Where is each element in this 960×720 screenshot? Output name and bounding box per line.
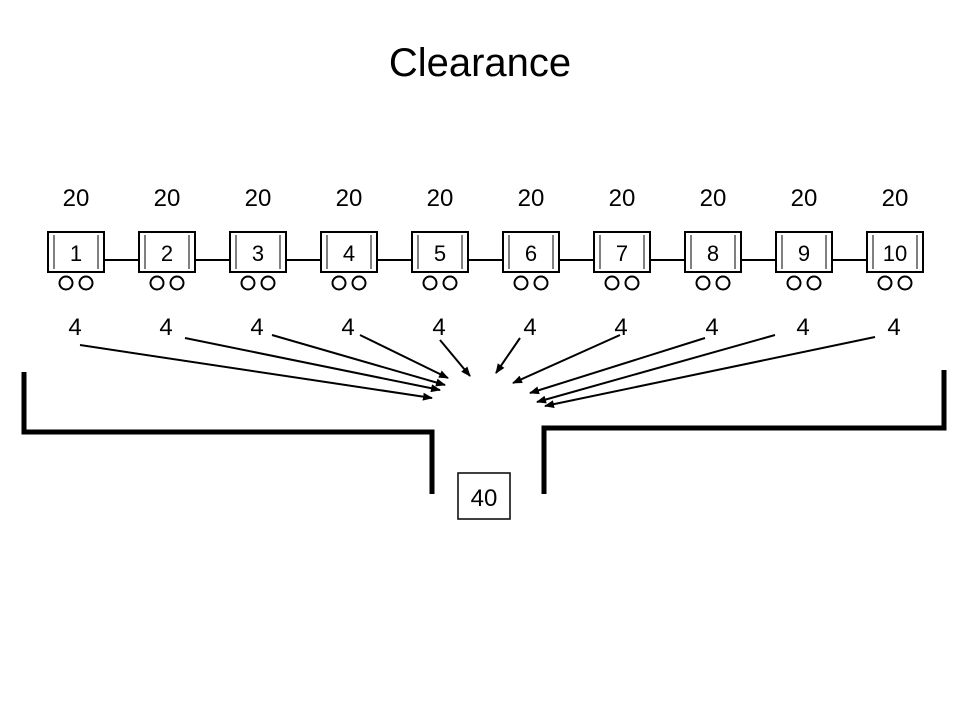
car-bottom-value: 4 [796, 314, 809, 341]
car-body [775, 231, 833, 273]
car-top-value: 20 [882, 185, 909, 212]
car-body [411, 231, 469, 273]
car-top-value: 20 [791, 185, 818, 212]
car-bottom-value: 4 [250, 314, 263, 341]
car-number: 10 [883, 241, 907, 266]
car-bottom-value: 4 [887, 314, 900, 341]
arrows-layer [79, 334, 876, 409]
outlet-box: 40 [457, 472, 511, 520]
wheel-icon [240, 275, 256, 291]
car-number: 4 [343, 241, 355, 266]
car-top-value: 20 [154, 185, 181, 212]
wheel-icon [422, 275, 438, 291]
car-number: 5 [434, 241, 446, 266]
flow-arrow [536, 334, 776, 404]
wheel-icon [806, 275, 822, 291]
car-body [138, 231, 196, 273]
outlet-value: 40 [471, 485, 498, 512]
car-body [593, 231, 651, 273]
car-body [320, 231, 378, 273]
funnel-channel [21, 370, 947, 494]
wheel-icon [604, 275, 620, 291]
car-top-value: 20 [609, 185, 636, 212]
wheel-icon [715, 275, 731, 291]
wheel-icon [58, 275, 74, 291]
car-bottom-value: 4 [523, 314, 536, 341]
wheel-icon [624, 275, 640, 291]
flow-arrow [512, 334, 621, 384]
car-body [229, 231, 287, 273]
wheel-icon [513, 275, 529, 291]
wheel-icon [78, 275, 94, 291]
car-top-value: 20 [518, 185, 545, 212]
wheel-icon [169, 275, 185, 291]
wheel-icon [149, 275, 165, 291]
funnel-left-wall [21, 372, 435, 494]
car-bottom-value: 4 [705, 314, 718, 341]
car-bottom-value: 4 [432, 314, 445, 341]
flow-arrow [184, 337, 441, 393]
outlet-box-frame [457, 472, 511, 520]
funnel-right-wall [541, 370, 947, 494]
car-bottom-value: 4 [341, 314, 354, 341]
car-bottom-value: 4 [159, 314, 172, 341]
car-number: 1 [70, 241, 82, 266]
rail-car: 20 10 4 [866, 185, 924, 341]
car-top-value: 20 [63, 185, 90, 212]
car-number: 2 [161, 241, 173, 266]
car-body [502, 231, 560, 273]
flow-arrow [79, 344, 433, 401]
cars-layer: 2014202420342044205420642074208420942010… [47, 185, 924, 341]
flow-arrow [439, 339, 471, 377]
car-bottom-value: 4 [68, 314, 81, 341]
car-number: 8 [707, 241, 719, 266]
diagram-title: Clearance [388, 41, 572, 85]
wheel-icon [786, 275, 802, 291]
flow-arrow [271, 334, 446, 387]
flow-arrow [359, 334, 449, 379]
car-body [684, 231, 742, 273]
car-top-value: 20 [700, 185, 727, 212]
car-number: 6 [525, 241, 537, 266]
wheel-icon [877, 275, 893, 291]
flow-arrow [544, 336, 876, 409]
car-body [866, 231, 924, 273]
car-number: 3 [252, 241, 264, 266]
wheel-icon [897, 275, 913, 291]
car-number: 7 [616, 241, 628, 266]
car-top-value: 20 [427, 185, 454, 212]
flow-arrow [529, 337, 706, 395]
wheel-icon [331, 275, 347, 291]
wheel-icon [533, 275, 549, 291]
wheel-icon [695, 275, 711, 291]
car-body [47, 231, 105, 273]
car-number: 9 [798, 241, 810, 266]
car-top-value: 20 [245, 185, 272, 212]
wheel-icon [442, 275, 458, 291]
flow-arrow [495, 337, 521, 374]
wheel-icon [351, 275, 367, 291]
car-top-value: 20 [336, 185, 363, 212]
wheel-icon [260, 275, 276, 291]
car-bottom-value: 4 [614, 314, 627, 341]
